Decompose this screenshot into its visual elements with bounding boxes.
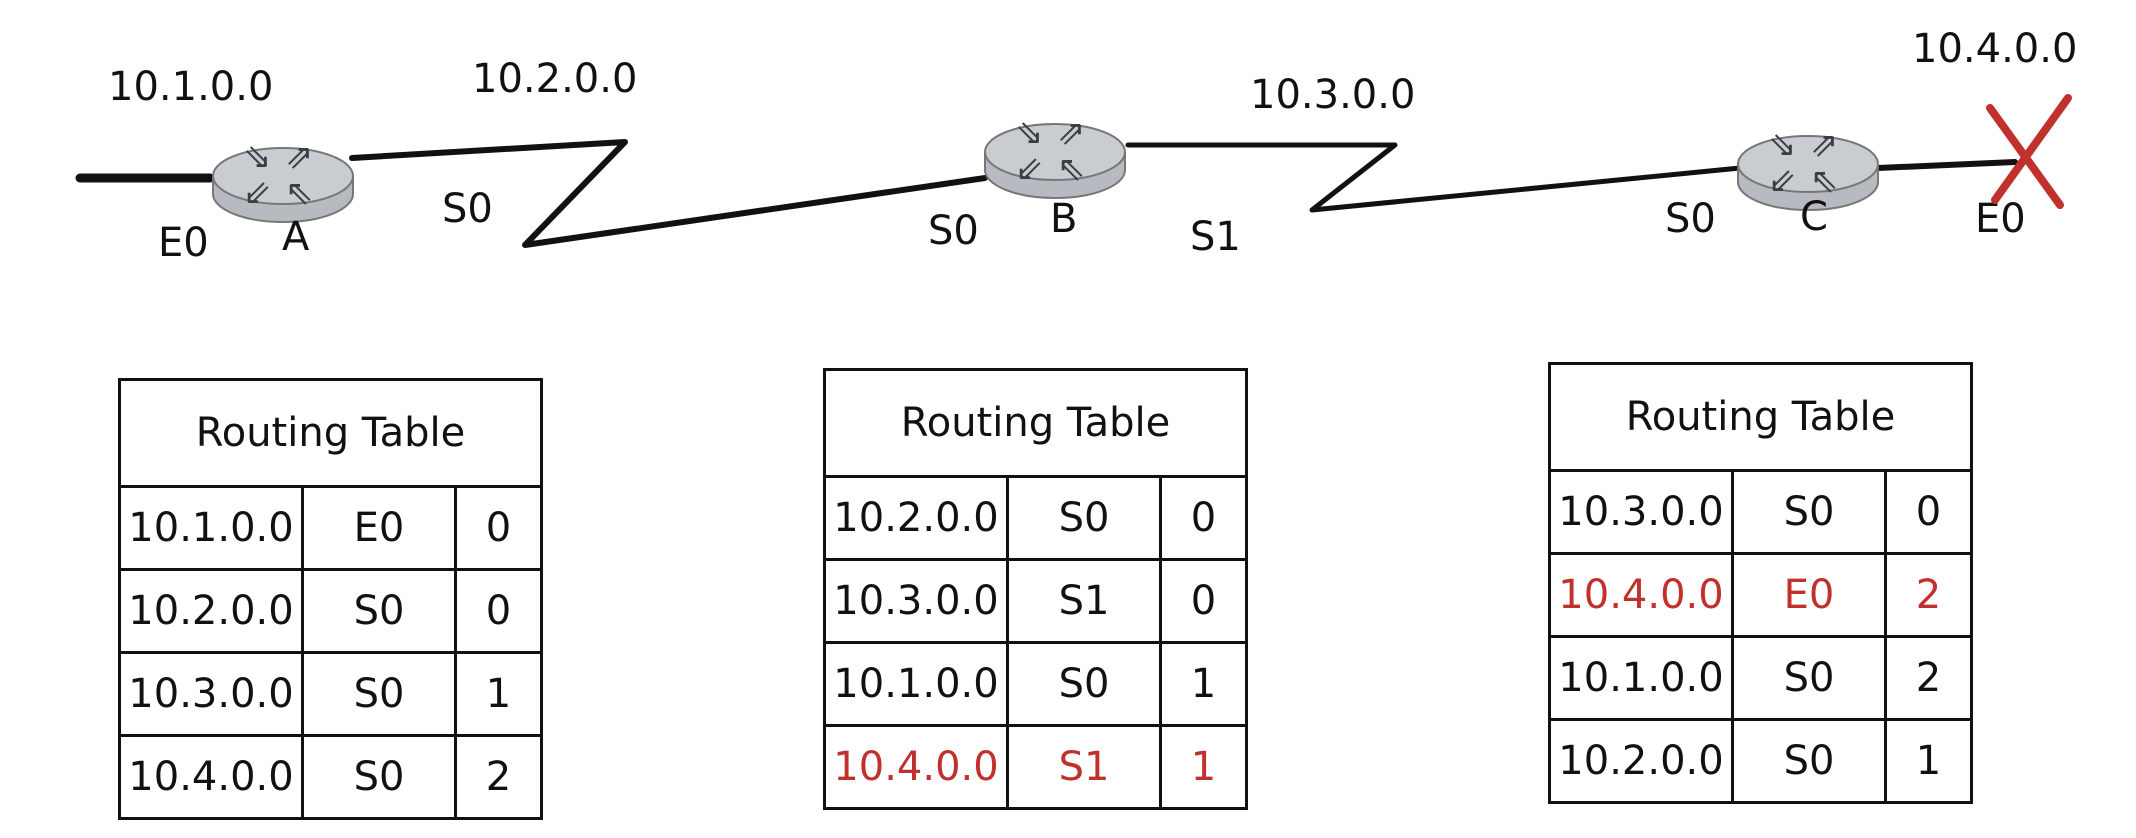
router-b-port-s0: S0 bbox=[928, 208, 979, 254]
router-a-name: A bbox=[282, 214, 310, 260]
x-mark-icon bbox=[1986, 94, 2072, 209]
hops-cell: 1 bbox=[1190, 744, 1217, 790]
routing-table-c: Routing Table 10.3.0.0 S0 0 10.4.0.0 E0 … bbox=[1548, 362, 1973, 804]
router-c-icon: ⇘ ⇗ ⇙ ⇖ bbox=[1737, 125, 1879, 211]
hops-cell: 2 bbox=[485, 754, 512, 800]
network-cell: 10.2.0.0 bbox=[121, 571, 304, 651]
table-row: 10.2.0.0 S0 0 bbox=[826, 478, 1245, 561]
router-b-name: B bbox=[1050, 196, 1077, 242]
network-label-3: 10.3.0.0 bbox=[1250, 72, 1415, 118]
hops-cell: 0 bbox=[485, 588, 512, 634]
interface-cell: S0 bbox=[1734, 638, 1887, 718]
svg-text:⇙: ⇙ bbox=[1015, 149, 1044, 189]
routing-table-a: Routing Table 10.1.0.0 E0 0 10.2.0.0 S0 … bbox=[118, 378, 543, 820]
interface-cell: S0 bbox=[304, 737, 457, 817]
link-serial-a-b bbox=[349, 139, 988, 248]
network-cell: 10.3.0.0 bbox=[1551, 472, 1734, 552]
router-a-port-e0: E0 bbox=[158, 220, 209, 266]
interface-cell: E0 bbox=[1734, 555, 1887, 635]
hops-cell: 1 bbox=[1915, 738, 1942, 784]
table-row: 10.4.0.0 S0 2 bbox=[121, 737, 540, 817]
interface-cell: S0 bbox=[1009, 644, 1162, 724]
link-right-ethernet-c bbox=[1875, 159, 2018, 171]
routing-table-title: Routing Table bbox=[121, 381, 540, 488]
hops-cell: 0 bbox=[485, 505, 512, 551]
svg-text:⇖: ⇖ bbox=[285, 173, 314, 213]
svg-text:⇗: ⇗ bbox=[1057, 113, 1086, 153]
interface-cell: S0 bbox=[304, 571, 457, 651]
network-cell: 10.1.0.0 bbox=[121, 488, 304, 568]
network-cell: 10.1.0.0 bbox=[826, 644, 1009, 724]
routing-table-title: Routing Table bbox=[1551, 365, 1970, 472]
link-serial-b-c bbox=[1125, 142, 1743, 213]
svg-text:⇖: ⇖ bbox=[1810, 161, 1839, 201]
router-b-port-s1: S1 bbox=[1190, 214, 1241, 260]
network-cell: 10.3.0.0 bbox=[121, 654, 304, 734]
router-c-name: C bbox=[1800, 194, 1828, 240]
hops-cell: 2 bbox=[1915, 572, 1942, 618]
table-row: 10.1.0.0 S0 2 bbox=[1551, 638, 1970, 721]
table-row: 10.2.0.0 S0 0 bbox=[121, 571, 540, 654]
table-row: 10.2.0.0 S0 1 bbox=[1551, 721, 1970, 801]
interface-cell: E0 bbox=[304, 488, 457, 568]
interface-cell: S1 bbox=[1009, 561, 1162, 641]
network-label-1: 10.1.0.0 bbox=[108, 64, 273, 110]
svg-text:⇘: ⇘ bbox=[1015, 113, 1044, 153]
network-label-2: 10.2.0.0 bbox=[472, 56, 637, 102]
router-a-port-s0: S0 bbox=[442, 186, 493, 232]
interface-cell: S1 bbox=[1009, 727, 1162, 807]
table-row: 10.3.0.0 S1 0 bbox=[826, 561, 1245, 644]
svg-text:⇗: ⇗ bbox=[285, 137, 314, 177]
network-cell: 10.2.0.0 bbox=[826, 478, 1009, 558]
interface-cell: S0 bbox=[304, 654, 457, 734]
hops-cell: 0 bbox=[1190, 495, 1217, 541]
network-cell: 10.4.0.0 bbox=[826, 727, 1009, 807]
table-row-highlighted: 10.4.0.0 E0 2 bbox=[1551, 555, 1970, 638]
hops-cell: 1 bbox=[485, 671, 512, 717]
hops-cell: 1 bbox=[1190, 661, 1217, 707]
table-row: 10.1.0.0 E0 0 bbox=[121, 488, 540, 571]
table-row: 10.3.0.0 S0 0 bbox=[1551, 472, 1970, 555]
svg-text:⇖: ⇖ bbox=[1057, 149, 1086, 189]
network-cell: 10.3.0.0 bbox=[826, 561, 1009, 641]
hops-cell: 2 bbox=[1915, 655, 1942, 701]
router-b-icon: ⇘ ⇗ ⇙ ⇖ bbox=[984, 113, 1126, 199]
interface-cell: S0 bbox=[1734, 472, 1887, 552]
svg-text:⇙: ⇙ bbox=[1768, 161, 1797, 201]
router-c-port-e0: E0 bbox=[1975, 196, 2026, 242]
network-cell: 10.4.0.0 bbox=[121, 737, 304, 817]
routing-table-b: Routing Table 10.2.0.0 S0 0 10.3.0.0 S1 … bbox=[823, 368, 1248, 810]
table-row-highlighted: 10.4.0.0 S1 1 bbox=[826, 727, 1245, 807]
svg-text:⇘: ⇘ bbox=[243, 137, 272, 177]
network-label-4: 10.4.0.0 bbox=[1912, 26, 2077, 72]
table-row: 10.3.0.0 S0 1 bbox=[121, 654, 540, 737]
svg-text:⇗: ⇗ bbox=[1810, 125, 1839, 165]
interface-cell: S0 bbox=[1009, 478, 1162, 558]
network-cell: 10.2.0.0 bbox=[1551, 721, 1734, 801]
network-cell: 10.1.0.0 bbox=[1551, 638, 1734, 718]
svg-text:⇘: ⇘ bbox=[1768, 125, 1797, 165]
table-row: 10.1.0.0 S0 1 bbox=[826, 644, 1245, 727]
hops-cell: 0 bbox=[1190, 578, 1217, 624]
interface-cell: S0 bbox=[1734, 721, 1887, 801]
network-cell: 10.4.0.0 bbox=[1551, 555, 1734, 635]
router-c-port-s0: S0 bbox=[1665, 196, 1716, 242]
svg-text:⇙: ⇙ bbox=[243, 173, 272, 213]
routing-table-title: Routing Table bbox=[826, 371, 1245, 478]
hops-cell: 0 bbox=[1915, 489, 1942, 535]
router-a-icon: ⇘ ⇗ ⇙ ⇖ bbox=[212, 137, 354, 223]
